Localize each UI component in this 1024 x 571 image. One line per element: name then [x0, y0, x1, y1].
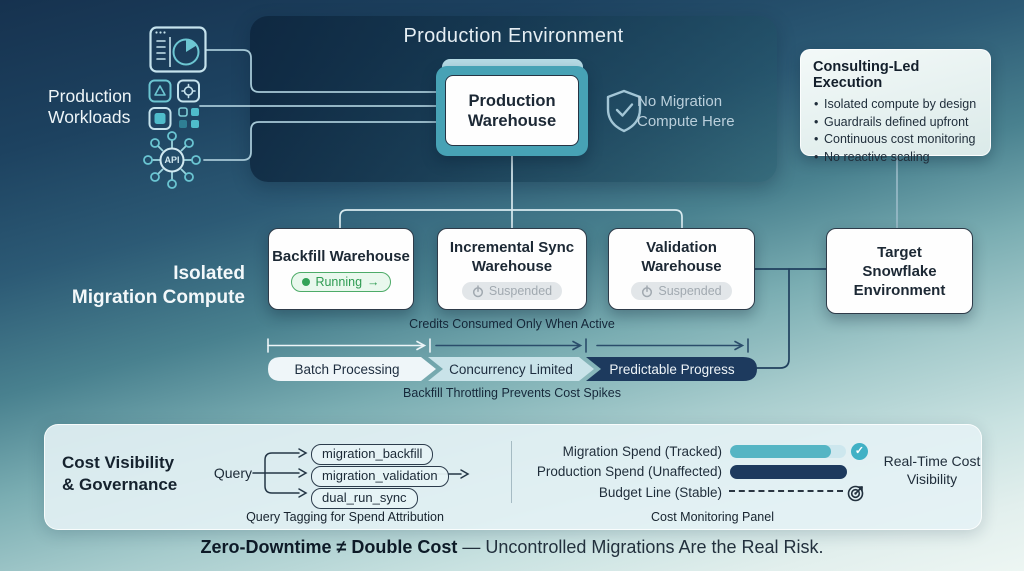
power-icon	[472, 284, 483, 297]
production-warehouse-label: Production Warehouse	[467, 91, 557, 130]
phase-measure-arrows-light	[267, 338, 431, 353]
consulting-bullet: Isolated compute by design	[813, 96, 978, 114]
consulting-bullet: Guardrails defined upfront	[813, 114, 978, 132]
backfill-warehouse-box: Backfill Warehouse Running →	[268, 228, 414, 310]
monitor-row-label: Budget Line (Stable)	[598, 485, 722, 500]
suspended-status-pill: Suspended	[631, 282, 732, 300]
credits-note: Credits Consumed Only When Active	[409, 317, 615, 331]
migration-spend-bar-fill	[730, 445, 831, 458]
status-label: Running	[315, 274, 363, 289]
production-workloads-label: Production Workloads	[48, 86, 132, 127]
api-hub-icon: API	[143, 131, 201, 189]
status-label: Suspended	[658, 284, 722, 298]
consulting-title: Consulting-Led Execution	[813, 59, 920, 91]
suspended-status-pill: Suspended	[461, 282, 563, 300]
query-tag-pill: migration_backfill	[311, 444, 434, 465]
query-label: Query	[213, 465, 252, 481]
arrow-right-icon: →	[367, 274, 380, 289]
warehouse-name: Backfill Warehouse	[272, 247, 410, 265]
tagline-bold: Zero-Downtime ≠ Double Cost	[200, 537, 458, 557]
dashboard-pie-icon	[149, 26, 207, 73]
warehouse-name: Target Snowflake Environment	[853, 243, 946, 299]
api-icon-label: API	[164, 155, 179, 165]
monitor-row-label: Production Spend (Unaffected)	[536, 464, 722, 479]
phase-measure-arrows-dark	[435, 338, 749, 353]
tagging-caption: Query Tagging for Spend Attribution	[246, 510, 444, 524]
throttle-note: Backfill Throttling Prevents Cost Spikes	[403, 386, 621, 400]
tagline-rest: — Uncontrolled Migrations Are the Real R…	[457, 537, 824, 557]
status-label: Suspended	[488, 284, 553, 298]
incremental-sync-warehouse-box: Incremental Sync Warehouse Suspended	[437, 228, 587, 310]
validation-warehouse-box: Validation Warehouse Suspended	[608, 228, 755, 310]
budget-dashed-line	[729, 490, 843, 492]
warehouse-name: Validation Warehouse	[641, 239, 722, 275]
consulting-bullet: Continuous cost monitoring	[813, 131, 978, 149]
apps-grid-icon	[148, 79, 200, 130]
migration-spend-bar	[730, 445, 846, 458]
phase-label-concurrency: Concurrency Limited	[449, 362, 573, 377]
no-migration-note: No Migration Compute Here	[637, 93, 735, 130]
production-environment-title: Production Environment	[403, 25, 624, 47]
monitor-caption: Cost Monitoring Panel	[651, 510, 774, 524]
consulting-panel-card: Consulting-Led Execution Isolated comput…	[800, 49, 991, 166]
production-warehouse-box: Production Warehouse	[445, 75, 579, 146]
consulting-bullet: No reactive scaling	[813, 149, 978, 167]
target-connector-line	[754, 268, 828, 369]
power-icon	[642, 284, 653, 297]
shield-check-icon	[606, 89, 642, 133]
check-circle-icon: ✓	[851, 443, 868, 460]
bottom-tagline: Zero-Downtime ≠ Double Cost — Uncontroll…	[0, 537, 1024, 558]
query-tag-pill: migration_validation	[311, 466, 449, 487]
running-status-pill: Running →	[291, 271, 391, 292]
isolated-migration-label: Isolated Migration Compute	[71, 263, 245, 308]
production-spend-bar	[730, 465, 847, 479]
realtime-visibility-note: Real-Time Cost Visibility	[883, 453, 981, 487]
governance-heading: Cost Visibility & Governance	[62, 453, 178, 494]
monitor-row-label: Migration Spend (Tracked)	[562, 444, 722, 459]
phase-label-batch: Batch Processing	[294, 362, 400, 377]
query-tag-pill: dual_run_sync	[311, 488, 418, 509]
phase-label-progress: Predictable Progress	[609, 362, 735, 377]
running-dot-icon	[302, 277, 311, 286]
warehouse-name: Incremental Sync Warehouse	[449, 239, 575, 275]
budget-target-icon	[847, 485, 864, 502]
target-snowflake-box: Target Snowflake Environment	[826, 228, 973, 314]
panel-divider	[511, 441, 512, 503]
